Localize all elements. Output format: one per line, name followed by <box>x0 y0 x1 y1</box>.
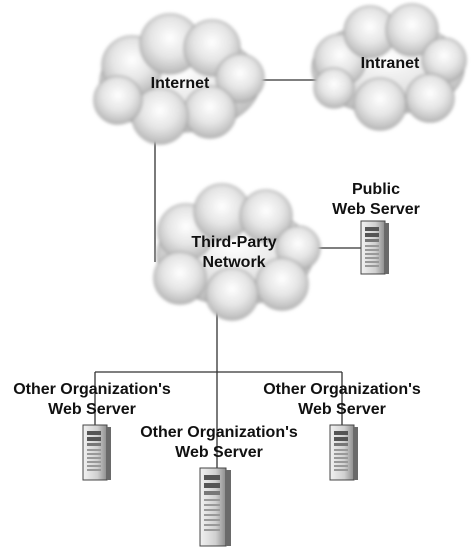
public-web-server-icon <box>360 220 389 275</box>
thirdparty-label-line-2: Network <box>202 254 266 271</box>
center-org-label-line-2: Web Server <box>175 444 263 461</box>
left-org-label-line-1: Other Organization's <box>13 381 171 398</box>
thirdparty-network-label: Third-Party Network <box>174 233 294 273</box>
intranet-cloud-icon <box>311 3 467 131</box>
thirdparty-network-cloud-icon <box>153 183 321 321</box>
public-web-server-label: Public Web Server <box>316 180 436 220</box>
intranet-label: Intranet <box>360 55 420 72</box>
center-org-server-label: Other Organization's Web Server <box>122 423 316 463</box>
public-label-line-2: Web Server <box>332 201 420 218</box>
public-label-line-1: Public <box>351 181 400 198</box>
thirdparty-label-line-1: Third-Party <box>191 234 277 251</box>
left-org-label-line-2: Web Server <box>48 401 136 418</box>
right-org-server-icon <box>329 424 358 481</box>
left-org-server-icon <box>82 424 111 481</box>
right-org-server-label: Other Organization's Web Server <box>245 380 439 420</box>
internet-label: Internet <box>150 75 210 92</box>
center-org-label-line-1: Other Organization's <box>140 424 298 441</box>
right-org-label-line-1: Other Organization's <box>263 381 421 398</box>
right-org-label-line-2: Web Server <box>298 401 386 418</box>
internet-cloud-icon <box>93 13 265 145</box>
center-org-server-icon <box>199 467 231 547</box>
left-org-server-label: Other Organization's Web Server <box>0 380 184 420</box>
